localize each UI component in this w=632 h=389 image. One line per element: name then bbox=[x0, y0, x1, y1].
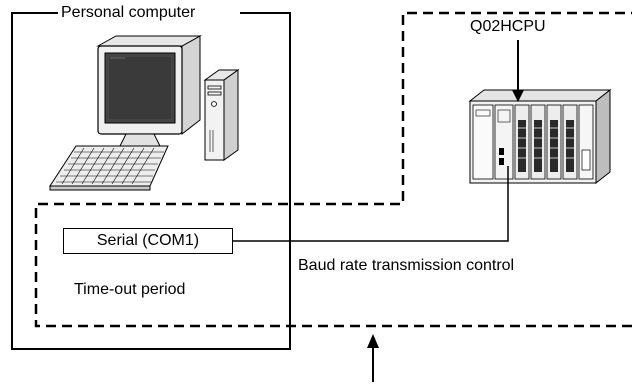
cpu-model-label: Q02HCPU bbox=[470, 18, 546, 35]
cpu-pointer-arrowhead bbox=[512, 90, 524, 102]
timeout-period-label: Time-out period bbox=[74, 281, 186, 298]
dashed-boundary bbox=[34, 11, 632, 328]
baud-rate-label: Baud rate transmission control bbox=[298, 257, 515, 274]
serial-port-box: Serial (COM1) bbox=[63, 228, 233, 254]
serial-cable bbox=[233, 166, 509, 242]
personal-computer-title: Personal computer bbox=[58, 4, 199, 22]
personal-computer-icon bbox=[49, 35, 240, 191]
pc-frame bbox=[11, 12, 291, 350]
bottom-pointer-arrowhead bbox=[367, 334, 379, 348]
plc-icon bbox=[468, 88, 612, 185]
